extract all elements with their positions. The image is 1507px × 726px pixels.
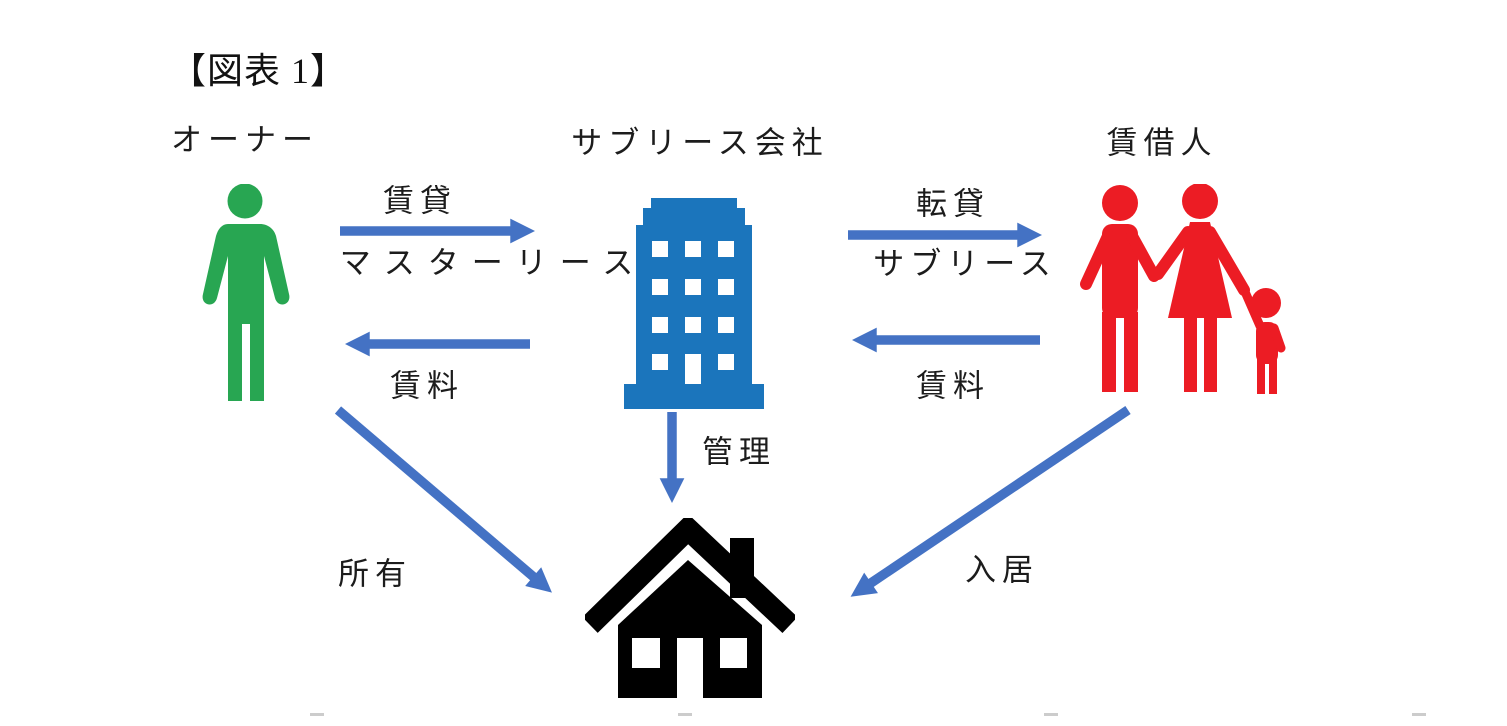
owner-label: オーナー <box>171 122 319 158</box>
page-edge-mark <box>1412 713 1426 716</box>
person-body <box>202 224 290 401</box>
tenant-family-icon <box>1080 184 1286 394</box>
family-child <box>1241 288 1286 394</box>
person-head <box>227 184 263 219</box>
page-edge-mark <box>310 713 324 716</box>
own-arrow <box>334 406 552 593</box>
page-edge-mark <box>1044 713 1058 716</box>
owner-person-icon <box>202 184 290 401</box>
page-edge-mark <box>678 713 692 716</box>
rent-to-owner-label: 賃料 <box>390 368 464 404</box>
building-door <box>685 354 701 384</box>
rent-to-company-label: 賃料 <box>916 368 990 404</box>
company-building-icon <box>624 198 764 409</box>
sublease-label: サブリース <box>873 246 1057 282</box>
building-windows <box>652 241 734 384</box>
tenant-label: 賃借人 <box>1106 125 1218 161</box>
move-in-label: 入居 <box>965 552 1039 588</box>
move-in-arrow <box>850 406 1131 597</box>
own-label: 所有 <box>338 556 412 592</box>
figure-title: 【図表 1】 <box>170 51 348 91</box>
lease-label: 賃貸 <box>383 183 457 219</box>
house-door <box>677 638 703 698</box>
house-roof <box>585 518 795 634</box>
house-icon <box>585 518 795 698</box>
company-label: サブリース会社 <box>571 125 829 161</box>
manage-label: 管理 <box>702 434 776 470</box>
family-man <box>1080 185 1160 392</box>
sublet-label: 転貸 <box>916 186 990 222</box>
master-lease-label: マスターリース <box>339 245 647 281</box>
family-woman <box>1152 184 1250 392</box>
house-openings <box>632 638 747 698</box>
